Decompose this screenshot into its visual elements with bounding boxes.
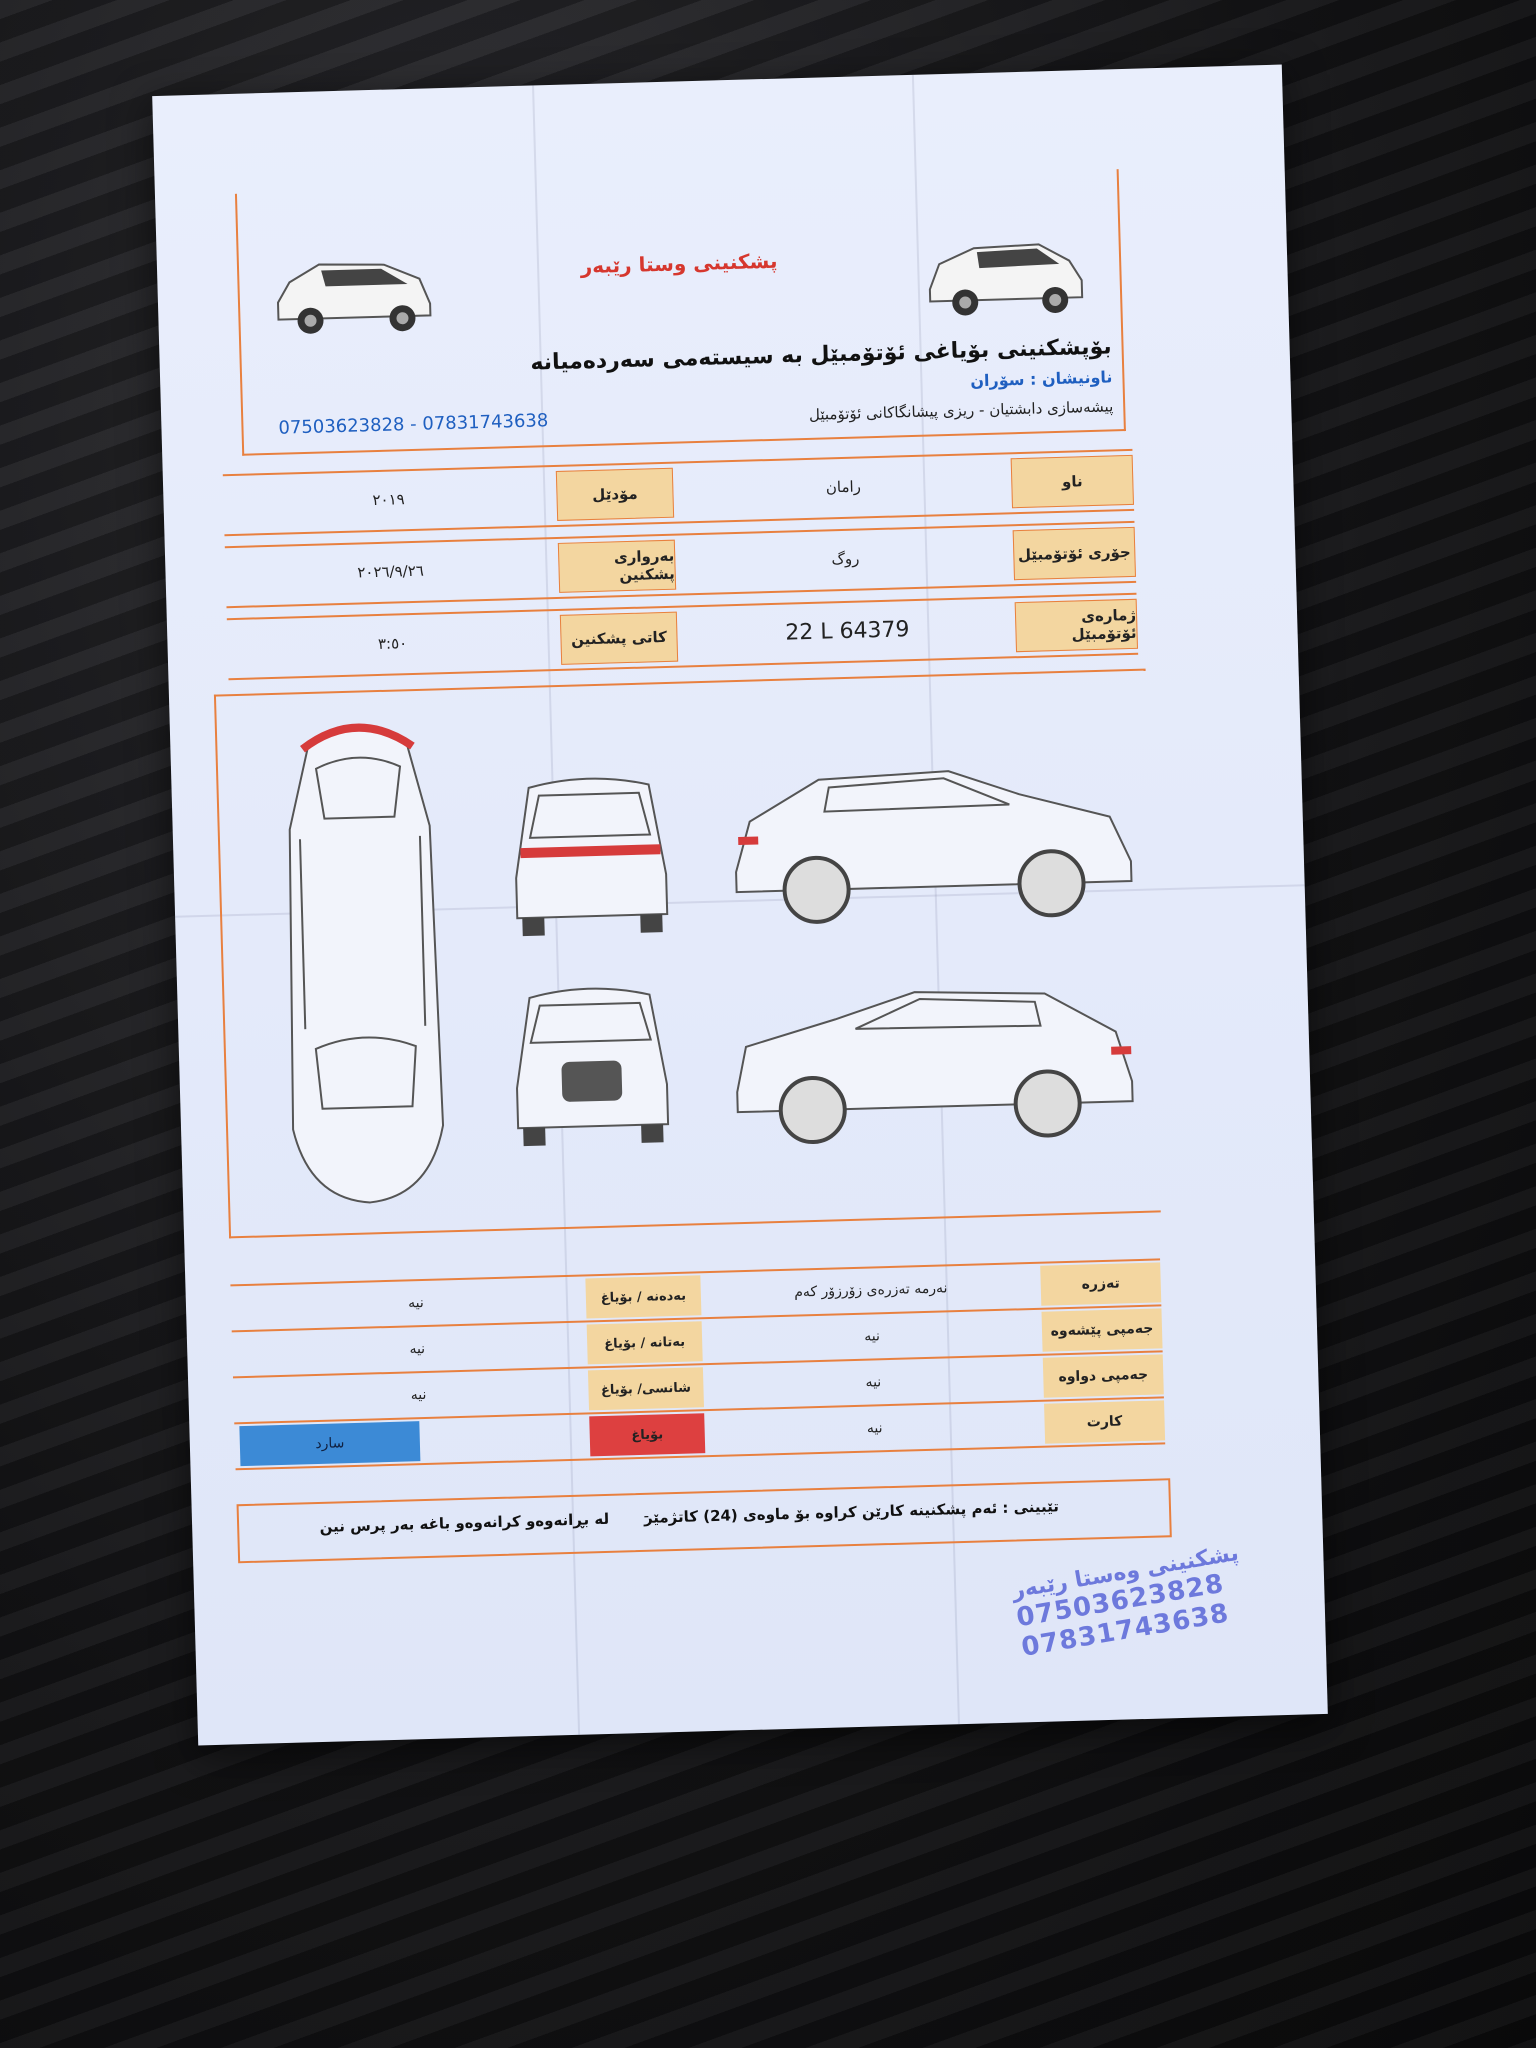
row-value: نیە bbox=[865, 1374, 882, 1391]
header: پشکنینی وستا رێبەر بۆپشکنینی بۆیاغی ئۆتۆ… bbox=[234, 169, 1126, 456]
row-label: جەمپی دواوە bbox=[1042, 1354, 1164, 1398]
inspection-sheet: پشکنینی وستا رێبەر بۆپشکنینی بۆیاغی ئۆتۆ… bbox=[152, 64, 1328, 1746]
info-row-type: جۆری ئۆتۆمبێل روگ بەرواری پشکنین ٢٠٢٦/٩/… bbox=[224, 520, 1137, 609]
time-label: کاتی پشکنین bbox=[559, 611, 679, 665]
row-value: نیە bbox=[866, 1420, 883, 1437]
cold-legend-blue: سارد bbox=[239, 1421, 421, 1467]
car-diagram bbox=[213, 668, 1161, 1239]
info-row-plate: ژمارەی ئۆتۆمبێل 22 L 64379 کاتی پشکنین ٣… bbox=[226, 592, 1139, 681]
row-label: تەزرە bbox=[1040, 1262, 1162, 1306]
phone-numbers: 07503623828 - 07831743638 bbox=[278, 410, 549, 439]
note-separator: - bbox=[643, 1506, 650, 1525]
part-value: نیە bbox=[410, 1386, 427, 1404]
part-value: نیە bbox=[407, 1294, 425, 1312]
car-rear-view bbox=[515, 777, 669, 937]
address: ناونیشان : سۆران bbox=[970, 367, 1113, 391]
stamp: پشکنینی وەستا رێبەر 07503623828 07831743… bbox=[1010, 1541, 1250, 1663]
part-label: شانسی/ بۆیاغ bbox=[587, 1367, 705, 1411]
paint-table: تەزرە نەرمە تەزرەی زۆرزۆر کەم بەدەنە / ب… bbox=[230, 1258, 1166, 1474]
car-front-view bbox=[516, 987, 670, 1147]
part-value: نیە bbox=[409, 1340, 426, 1358]
row-label: جەمپی پێشەوە bbox=[1041, 1308, 1163, 1352]
type-label: جۆری ئۆتۆمبێل bbox=[1012, 526, 1136, 581]
car-top-view bbox=[288, 723, 445, 1204]
row-value: نەرمە تەزرەی زۆرزۆر کەم bbox=[794, 1280, 948, 1301]
part-label: بەتانە / بۆیاغ bbox=[586, 1321, 703, 1365]
suv-icon bbox=[276, 263, 432, 334]
plate-label: ژمارەی ئۆتۆمبێل bbox=[1014, 598, 1139, 653]
suv-icon bbox=[928, 243, 1084, 316]
note-main: تێبینی : ئەم پشکنینە کارێن کراوە بۆ ماوە… bbox=[643, 1497, 1060, 1527]
name-label: ناو bbox=[1010, 454, 1134, 509]
time-value: ٣:٥٠ bbox=[377, 634, 408, 654]
car-side-view-left bbox=[736, 991, 1134, 1145]
paint-legend-red: بۆیاغ bbox=[589, 1413, 706, 1457]
row-value: نیە bbox=[864, 1328, 881, 1345]
part-label: بەدەنە / بۆیاغ bbox=[585, 1275, 702, 1319]
model-value: ٢٠١٩ bbox=[372, 490, 405, 510]
note-box: تێبینی : ئەم پشکنینە کارێن کراوە بۆ ماوە… bbox=[236, 1478, 1172, 1564]
date-label: بەرواری پشکنین bbox=[557, 539, 677, 593]
info-row-name: ناو رامان مۆدێل ٢٠١٩ bbox=[222, 448, 1135, 537]
model-label: مۆدێل bbox=[555, 467, 675, 521]
type-value: روگ bbox=[831, 549, 860, 569]
car-side-view-right bbox=[735, 770, 1133, 924]
service-location: پیشەسازی دابشتیان - ریزی پیشانگاکانی ئۆت… bbox=[808, 397, 1114, 424]
note-sub: لە بڕانەوەو کرانەوەو باغە بەر پرس نین bbox=[319, 1509, 610, 1536]
date-value: ٢٠٢٦/٩/٢٦ bbox=[357, 561, 425, 582]
name-value: رامان bbox=[825, 477, 862, 497]
row-label: کارت bbox=[1044, 1400, 1166, 1444]
plate-value: 22 L 64379 bbox=[784, 616, 910, 646]
